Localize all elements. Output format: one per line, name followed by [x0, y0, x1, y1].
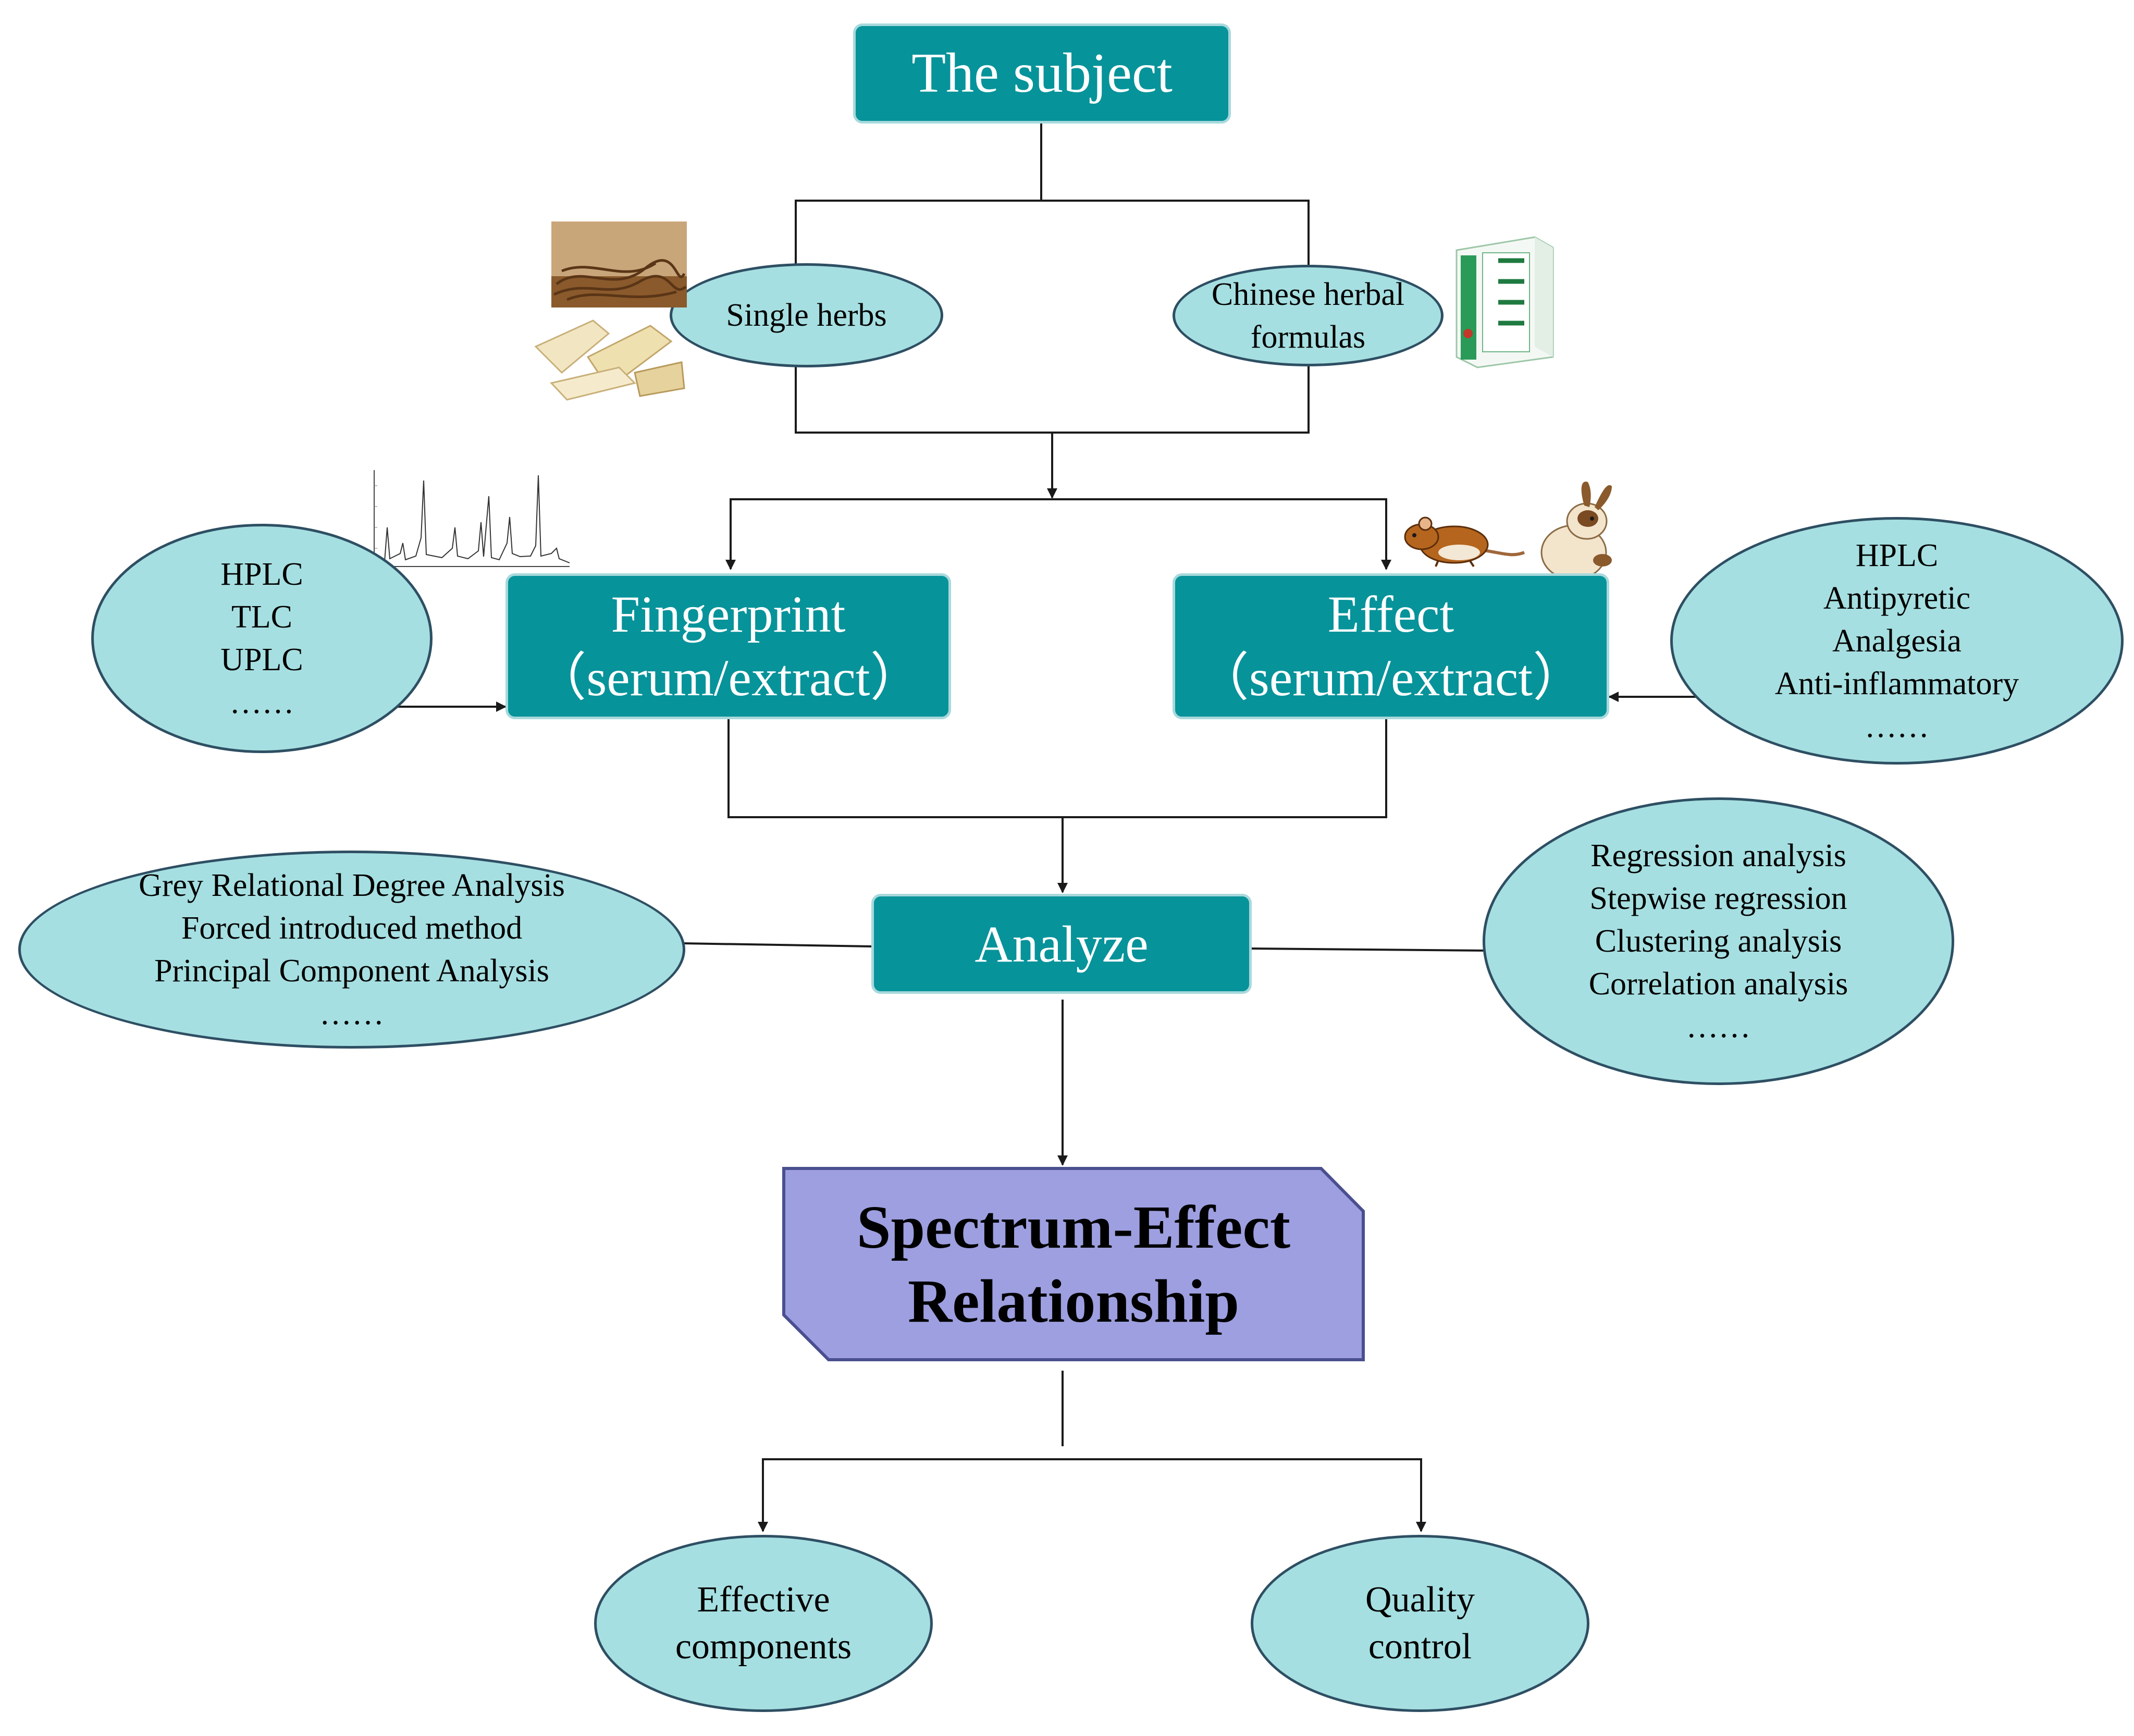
fingerprint-methods-node: HPLC TLC UPLC ……	[91, 524, 433, 753]
formulas-label-line2: formulas	[1250, 319, 1366, 355]
quality-control-line1: Quality	[1365, 1580, 1475, 1620]
effect-method-1: HPLC	[1855, 537, 1939, 573]
analyze-box: Analyze	[871, 894, 1252, 994]
connector-analyze-right	[1251, 947, 1488, 952]
medicine-box-photo	[1455, 236, 1554, 368]
single-herbs-label: Single herbs	[726, 298, 887, 333]
rabbit-picture	[1540, 482, 1612, 581]
effect-methods-node: HPLC Antipyretic Analgesia Anti-inflamma…	[1670, 517, 2124, 765]
effect-box: Effect （serum/extract）	[1173, 573, 1609, 719]
effective-components-line1: Effective	[697, 1580, 830, 1620]
effective-components-node: Effective components	[594, 1535, 933, 1712]
fingerprint-method-more: ……	[229, 685, 294, 720]
fingerprint-subtitle: （serum/extract）	[534, 649, 922, 707]
chromatogram-thumbnail	[364, 465, 572, 577]
subject-label: The subject	[911, 42, 1173, 104]
spectrum-effect-line1: Spectrum-Effect	[856, 1192, 1291, 1261]
analysis-left-2: Forced introduced method	[181, 910, 523, 946]
analysis-left-1: Grey Relational Degree Analysis	[139, 868, 565, 903]
connector-to-quality	[763, 1458, 1426, 1532]
connector-to-fingerprint	[725, 498, 1052, 570]
analysis-right-more: ……	[1686, 1009, 1751, 1044]
effect-method-4: Anti-inflammatory	[1774, 666, 2019, 701]
analysis-left-3: Principal Component Analysis	[154, 953, 549, 989]
effect-method-more: ……	[1865, 708, 1929, 744]
analysis-methods-right-node: Regression analysis Stepwise regression …	[1483, 797, 1954, 1085]
connector-boxes-merge	[727, 719, 1387, 818]
connector-herbs-merge	[795, 363, 1310, 434]
effect-subtitle: （serum/extract）	[1196, 649, 1585, 707]
fingerprint-method-2: TLC	[231, 599, 293, 635]
analysis-right-1: Regression analysis	[1590, 838, 1846, 873]
fingerprint-method-1: HPLC	[220, 557, 303, 592]
quality-control-node: Quality control	[1251, 1535, 1589, 1712]
analyze-label: Analyze	[975, 915, 1149, 973]
formulas-node: Chinese herbal formulas	[1173, 265, 1444, 366]
spectrum-effect-shape	[782, 1167, 1365, 1361]
spectrum-effect-text: Spectrum-Effect Relationship	[782, 1166, 1365, 1362]
fingerprint-box: Fingerprint （serum/extract）	[505, 573, 951, 719]
effect-method-2: Antipyretic	[1823, 580, 1971, 616]
connector-to-effective	[758, 1458, 1063, 1532]
dried-herb-photo	[551, 221, 687, 307]
fingerprint-title: Fingerprint	[611, 585, 846, 643]
connector-subject-split	[795, 200, 1310, 282]
spectrum-effect-node: Spectrum-Effect Relationship	[782, 1166, 1365, 1362]
fingerprint-method-3: UPLC	[220, 642, 303, 678]
connector-to-effect	[1052, 498, 1391, 570]
analysis-right-4: Correlation analysis	[1588, 966, 1848, 1002]
analysis-left-more: ……	[319, 996, 384, 1031]
formulas-label-line1: Chinese herbal	[1211, 276, 1405, 312]
rat-picture	[1404, 516, 1525, 568]
effective-components-line2: components	[675, 1627, 852, 1667]
spectrum-effect-line2: Relationship	[907, 1266, 1240, 1335]
effect-method-3: Analgesia	[1832, 623, 1962, 659]
analysis-right-3: Clustering analysis	[1595, 924, 1842, 959]
analysis-right-2: Stepwise regression	[1589, 881, 1847, 916]
single-herbs-node: Single herbs	[670, 263, 943, 367]
analysis-methods-left-node: Grey Relational Degree Analysis Forced i…	[18, 851, 685, 1049]
effect-title: Effect	[1327, 585, 1454, 643]
subject-box: The subject	[853, 23, 1231, 124]
quality-control-line2: control	[1368, 1627, 1472, 1667]
sliced-root-photo	[534, 319, 685, 401]
connector-analyze-left	[682, 942, 873, 947]
